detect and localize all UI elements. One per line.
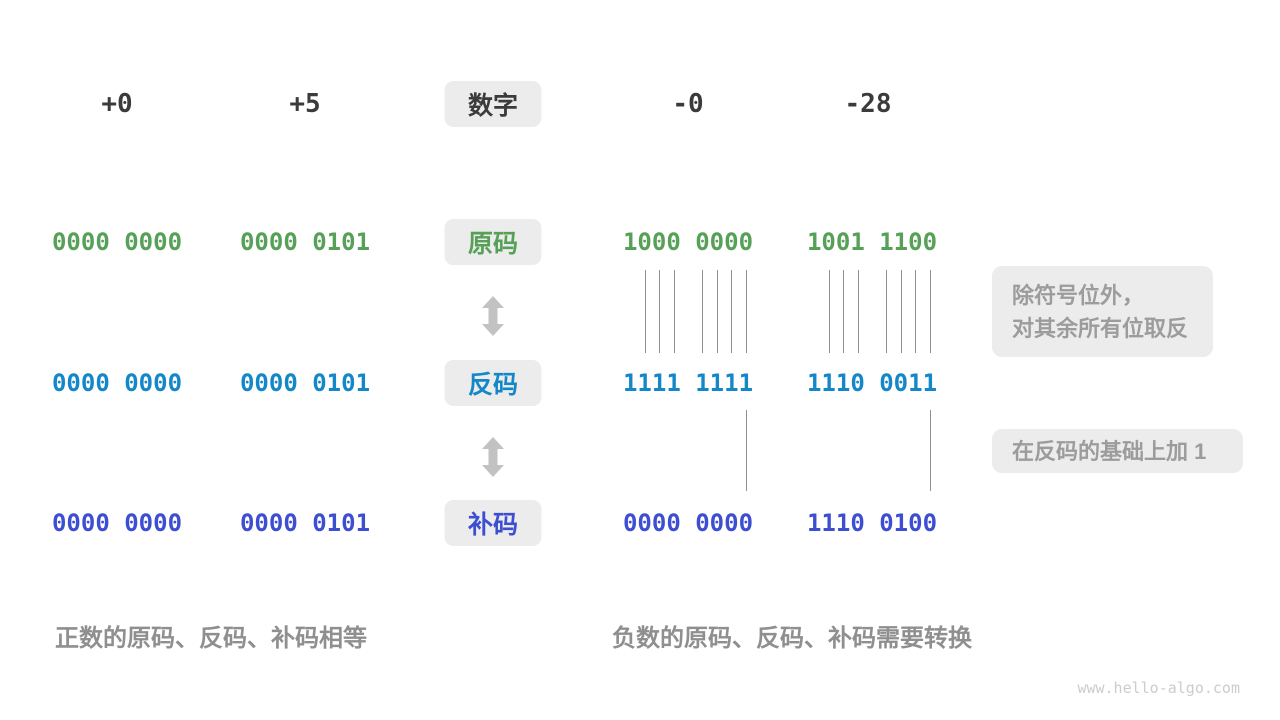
twos-complement-plus-5: 0000 0101	[239, 509, 371, 537]
twos-complement-minus-28: 1110 0100	[806, 509, 938, 537]
sign-magnitude-minus-28: 1001 1100	[806, 228, 938, 256]
bit-tick-line	[900, 270, 902, 353]
updown-arrow-icon	[482, 296, 504, 336]
label-box-ones-complement: 反码	[444, 360, 542, 406]
annotation-add-one: 在反码的基础上加 1	[992, 429, 1243, 473]
number-minus-28: -28	[844, 89, 892, 119]
bit-tick-line	[745, 270, 747, 353]
number-minus-0: -0	[672, 89, 704, 119]
bit-tick-line	[702, 270, 704, 353]
watermark-url: www.hello-algo.com	[1077, 679, 1240, 697]
bit-tick-line	[745, 410, 747, 491]
ones-complement-plus-0: 0000 0000	[51, 369, 183, 397]
sign-magnitude-plus-5: 0000 0101	[239, 228, 371, 256]
bit-tick-line	[673, 270, 675, 353]
annotation-add-one-text: 在反码的基础上加 1	[1012, 438, 1207, 464]
annotation-invert-line1: 除符号位外，	[1012, 282, 1145, 308]
number-plus-0: +0	[101, 89, 133, 119]
bit-tick-line	[843, 270, 845, 353]
ones-complement-plus-5: 0000 0101	[239, 369, 371, 397]
bit-tick-line	[731, 270, 733, 353]
annotation-invert-line2: 对其余所有位取反	[1012, 315, 1189, 341]
label-box-sign-magnitude: 原码	[444, 219, 542, 265]
bit-tick-line	[716, 270, 718, 353]
twos-complement-plus-0: 0000 0000	[51, 509, 183, 537]
caption-negative-numbers: 负数的原码、反码、补码需要转换	[612, 625, 972, 652]
annotation-invert-bits: 除符号位外， 对其余所有位取反	[992, 266, 1213, 357]
bit-tick-line	[828, 270, 830, 353]
ones-complement-minus-28: 1110 0011	[806, 369, 938, 397]
bit-tick-line	[886, 270, 888, 353]
sign-magnitude-plus-0: 0000 0000	[51, 228, 183, 256]
ones-complement-minus-0: 1111 1111	[622, 369, 754, 397]
caption-positive-numbers: 正数的原码、反码、补码相等	[55, 625, 367, 652]
bit-tick-line	[644, 270, 646, 353]
twos-complement-minus-0: 0000 0000	[622, 509, 754, 537]
label-number: 数字	[467, 92, 518, 120]
label-ones-complement: 反码	[467, 371, 518, 399]
number-plus-5: +5	[289, 89, 321, 119]
label-box-number: 数字	[444, 81, 542, 127]
bit-tick-line	[857, 270, 859, 353]
bit-tick-line	[929, 270, 931, 353]
bit-tick-line	[915, 270, 917, 353]
sign-magnitude-minus-0: 1000 0000	[622, 228, 754, 256]
bit-tick-line	[929, 410, 931, 491]
label-twos-complement: 补码	[467, 511, 518, 539]
updown-arrow-icon	[482, 437, 504, 477]
label-box-twos-complement: 补码	[444, 500, 542, 546]
label-sign-magnitude: 原码	[467, 230, 518, 258]
bit-tick-line	[659, 270, 661, 353]
